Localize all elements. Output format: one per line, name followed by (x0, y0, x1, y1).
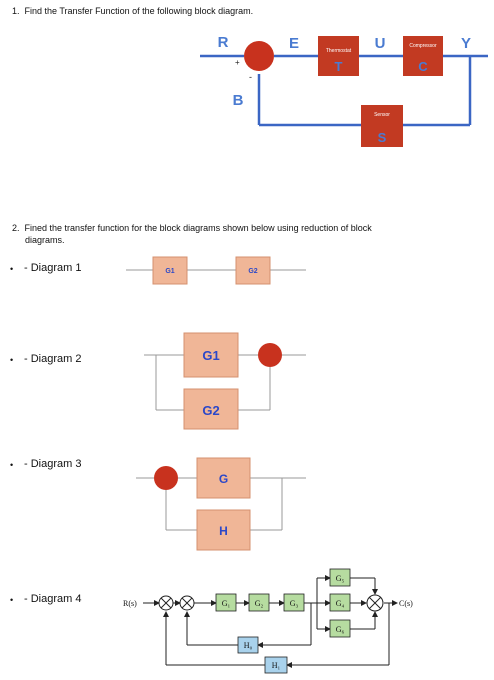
h0-label: H₀ (244, 641, 253, 650)
g4-label: G₄ (336, 599, 345, 608)
g2-label: G2 (248, 268, 257, 275)
sensor-block (361, 105, 403, 147)
question-1-text: Find the Transfer Function of the follow… (24, 6, 254, 16)
g2-label: G₂ (255, 599, 264, 608)
compressor-letter: C (418, 59, 428, 74)
g2-block (183, 388, 239, 430)
summing-junction-3 (366, 594, 384, 612)
diagram-2-label: - Diagram 2 (24, 353, 82, 365)
g2-label: G2 (202, 403, 219, 418)
summing-junction (244, 41, 274, 71)
diagram-3-label: - Diagram 3 (24, 458, 82, 470)
question-2-line2: diagrams. (25, 235, 65, 245)
thermostat-letter: T (335, 59, 343, 74)
g6-block (329, 619, 351, 638)
g1-label: G1 (202, 348, 219, 363)
summing-junction (154, 466, 178, 490)
g-block (196, 457, 251, 499)
bullet-icon: • (10, 595, 14, 605)
question-2-text: Fined the transfer function for the bloc… (24, 223, 372, 233)
diagram-2: G1 G2 (144, 332, 306, 430)
summing-junction (258, 343, 282, 367)
g3-block (283, 593, 305, 612)
h0-block (237, 636, 259, 654)
output-label: C(s) (399, 599, 413, 608)
g2-block (235, 256, 271, 285)
g1-label: G1 (165, 268, 174, 275)
h1-label: H₁ (272, 661, 281, 670)
signal-y-label: Y (461, 35, 471, 52)
bullet-icon: • (10, 460, 14, 470)
question-2-number: 2. (12, 223, 20, 233)
g1-block (183, 332, 239, 378)
sensor-letter: S (378, 130, 387, 145)
g1-block (215, 593, 237, 612)
h-label: H (219, 524, 228, 538)
question-1-number: 1. (12, 6, 20, 16)
question-2-line1: 2. Fined the transfer function for the b… (12, 223, 372, 234)
g3-label: G₃ (290, 599, 299, 608)
compressor-name: Compressor (409, 43, 437, 49)
g5-block (329, 568, 351, 587)
compressor-block (403, 36, 443, 76)
g4-block (329, 593, 351, 612)
thermostat-block (318, 36, 359, 76)
signal-e-label: E (289, 35, 299, 52)
h1-block (264, 656, 288, 674)
plus-sign: + (235, 58, 240, 67)
signal-b-label: B (233, 92, 244, 109)
summing-junction-1 (158, 595, 174, 611)
summing-junction-2 (179, 595, 195, 611)
g-label: G (219, 472, 228, 486)
bullet-icon: • (10, 355, 14, 365)
g1-block (152, 256, 188, 285)
figure-1-block-diagram: Thermostat T Compressor C Sensor S R E U… (200, 34, 488, 147)
signal-u-label: U (375, 35, 386, 52)
h-block (196, 509, 251, 551)
diagram-4: G₁ G₂ G₃ G₅ G₄ G₆ H₀ H₁ R(s) C(s) (123, 568, 413, 674)
signal-r-label: R (218, 34, 229, 51)
g5-label: G₅ (336, 574, 345, 583)
bullet-icon: • (10, 264, 14, 274)
diagram-1: G1 G2 (126, 256, 306, 285)
diagram-1-label: - Diagram 1 (24, 262, 82, 274)
g6-label: G₆ (336, 625, 345, 634)
diagram-3: G H (136, 457, 306, 551)
g2-block (248, 593, 270, 612)
thermostat-name: Thermostat (326, 48, 352, 54)
minus-sign: - (249, 72, 252, 82)
input-label: R(s) (123, 599, 137, 608)
question-1: 1. Find the Transfer Function of the fol… (12, 6, 253, 17)
diagram-4-label: - Diagram 4 (24, 593, 82, 605)
sensor-name: Sensor (374, 112, 390, 118)
g1-label: G₁ (222, 599, 231, 608)
